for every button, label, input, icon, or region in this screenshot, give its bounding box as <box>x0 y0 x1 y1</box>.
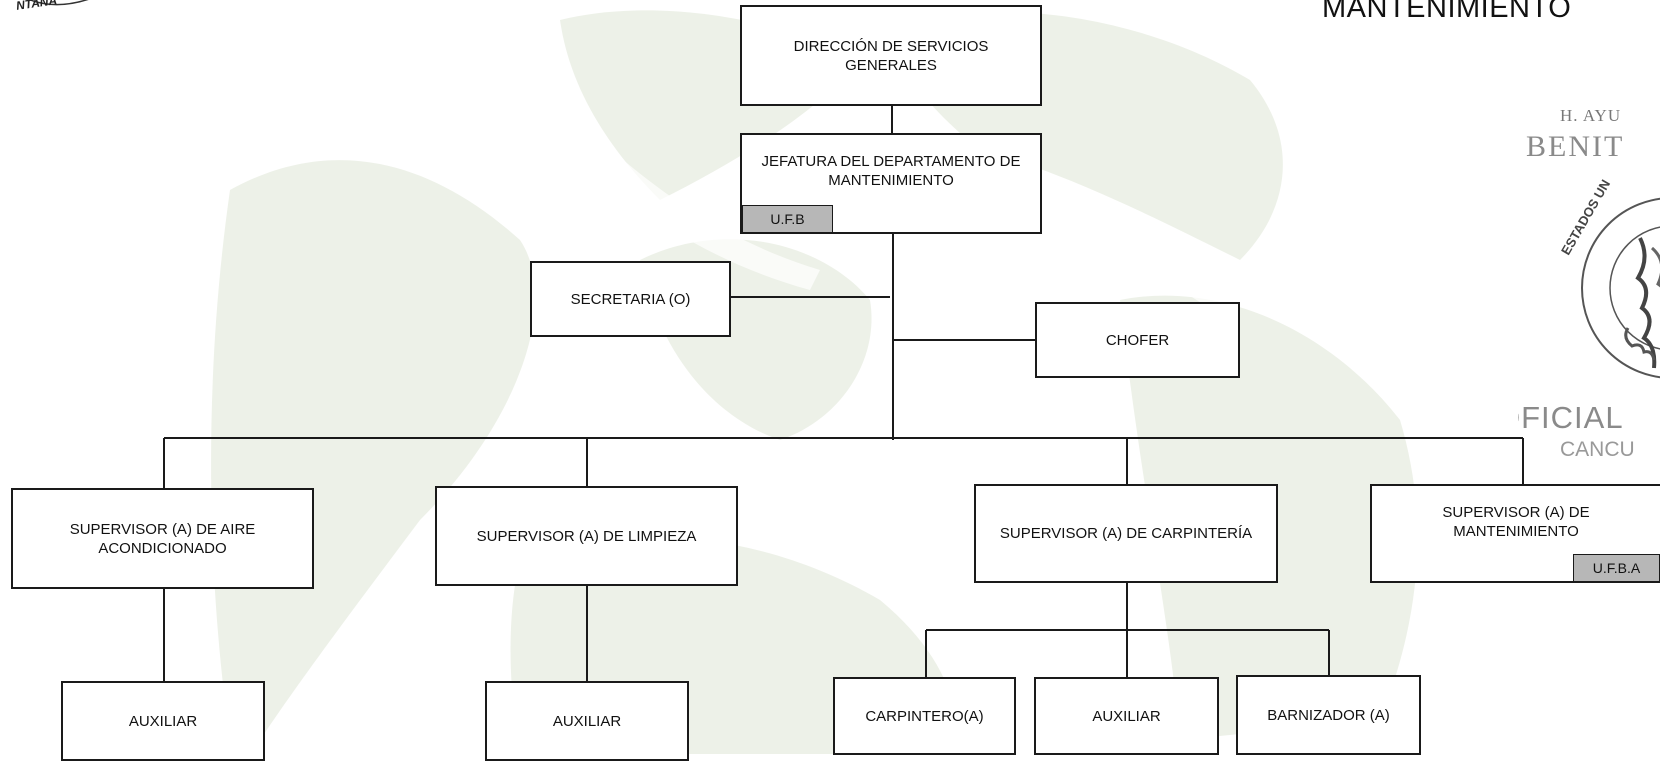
box-supervisor-limpieza-label: SUPERVISOR (A) DE LIMPIEZA <box>476 527 697 545</box>
tag-ufba: U.F.B.A <box>1573 554 1660 582</box>
seal-right: H. AYU BENIT ESTADOS UN OFICIAL CANCU <box>1518 100 1660 470</box>
box-auxiliar-limpieza: AUXILIAR <box>485 681 689 761</box>
seal-emblem <box>1581 197 1660 379</box>
box-direccion: DIRECCIÓN DE SERVICIOS GENERALES <box>740 5 1042 106</box>
box-jefatura-label: JEFATURA DEL DEPARTAMENTO DE MANTENIMIEN… <box>761 152 1021 189</box>
seal-right-line1: H. AYU <box>1560 106 1622 125</box>
seal-right-line2: BENIT <box>1526 130 1625 163</box>
box-auxiliar-carpinteria-label: AUXILIAR <box>1092 707 1161 725</box>
box-auxiliar-carpinteria: AUXILIAR <box>1034 677 1219 755</box>
box-supervisor-aire-label: SUPERVISOR (A) DE AIRE ACONDICIONADO <box>69 520 256 557</box>
tag-ufb: U.F.B <box>742 205 833 233</box>
box-auxiliar-limpieza-label: AUXILIAR <box>552 712 622 730</box>
box-chofer-label: CHOFER <box>1105 331 1170 349</box>
watermark-gap-b <box>990 160 1230 315</box>
box-supervisor-carpinteria: SUPERVISOR (A) DE CARPINTERÍA <box>974 484 1278 583</box>
box-supervisor-aire: SUPERVISOR (A) DE AIRE ACONDICIONADO <box>11 488 314 589</box>
box-direccion-label: DIRECCIÓN DE SERVICIOS GENERALES <box>793 37 989 74</box>
box-chofer: CHOFER <box>1035 302 1240 378</box>
box-secretaria-label: SECRETARIA (O) <box>570 290 691 308</box>
box-barnizador: BARNIZADOR (A) <box>1236 675 1421 755</box>
box-auxiliar-aire: AUXILIAR <box>61 681 265 761</box>
seal-right-line3: OFICIAL <box>1518 400 1624 435</box>
box-supervisor-mantenimiento-label: SUPERVISOR (A) DE MANTENIMIENTO <box>1442 503 1590 540</box>
page-title: MANTENIMIENTO <box>1322 0 1572 24</box>
box-carpintero: CARPINTERO(A) <box>833 677 1016 755</box>
seal-right-line4: CANCU <box>1560 438 1635 461</box>
box-auxiliar-aire-label: AUXILIAR <box>128 712 198 730</box>
box-supervisor-carpinteria-label: SUPERVISOR (A) DE CARPINTERÍA <box>999 525 1253 542</box>
box-secretaria: SECRETARIA (O) <box>530 261 731 337</box>
watermark-leaf-left <box>211 160 536 741</box>
box-carpintero-label: CARPINTERO(A) <box>865 707 984 725</box>
watermark-gap-a <box>560 120 820 290</box>
box-barnizador-label: BARNIZADOR (A) <box>1267 706 1390 724</box>
seal-top-left: NTANA <box>0 0 120 30</box>
box-supervisor-limpieza: SUPERVISOR (A) DE LIMPIEZA <box>435 486 738 586</box>
